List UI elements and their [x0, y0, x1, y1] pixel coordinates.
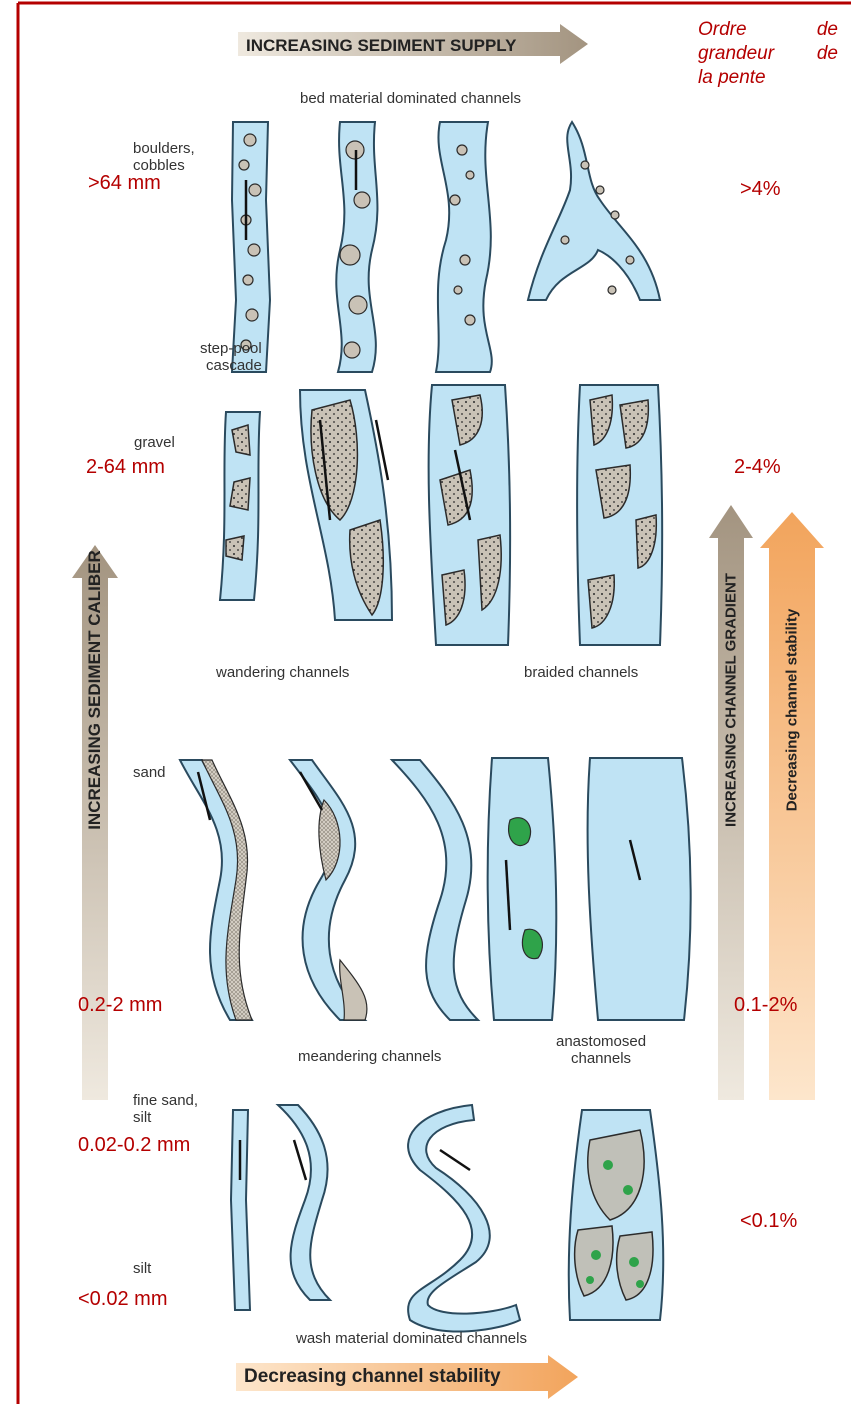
wandering-label: wandering channels	[216, 664, 349, 681]
wash-material-label: wash material dominated channels	[296, 1330, 527, 1347]
step-pool-label: step-pool cascade	[200, 340, 262, 374]
boulders-label: boulders, cobbles	[133, 140, 195, 174]
slope-note-word-2: de	[817, 18, 838, 42]
grain-size-2: 2-64 mm	[86, 456, 165, 479]
fine-sand-label-line-1: fine sand,	[133, 1092, 198, 1109]
slope-note-word-3: grandeur	[698, 42, 774, 66]
grain-size-1: >64 mm	[88, 172, 161, 195]
slope-note: Ordre de grandeur de la pente	[698, 18, 838, 90]
sinuous-channel	[278, 1105, 330, 1300]
braided-sand-channel-1	[488, 758, 557, 1020]
right-stability-arrow-label: Decreasing channel stability	[784, 609, 801, 812]
slope-3: 0.1-2%	[734, 994, 797, 1017]
slope-note-word-5: la pente	[698, 66, 838, 90]
slope-1: >4%	[740, 178, 781, 201]
bed-material-label: bed material dominated channels	[300, 90, 521, 107]
step-pool-label-line-2: cascade	[200, 357, 262, 374]
grain-size-5: <0.02 mm	[78, 1288, 167, 1311]
boulders-label-line-1: boulders,	[133, 140, 195, 157]
row-boulder-channels	[232, 122, 660, 372]
left-arrow-label: INCREASING SEDIMENT CALIBER	[85, 550, 105, 830]
grain-size-4: 0.02-0.2 mm	[78, 1134, 190, 1157]
grain-size-3: 0.2-2 mm	[78, 994, 162, 1017]
step-pool-label-line-1: step-pool	[200, 340, 262, 357]
braided-sand-channel-2	[588, 758, 691, 1020]
anastomosed-label: anastomosed channels	[556, 1033, 646, 1067]
slope-note-word-1: Ordre	[698, 18, 747, 42]
boulder-channel-4	[528, 122, 660, 300]
boulder-channel-3	[436, 122, 492, 372]
fine-sand-label: fine sand, silt	[133, 1092, 198, 1126]
anastomosed-label-line-1: anastomosed	[556, 1033, 646, 1050]
right-gradient-arrow-label: INCREASING CHANNEL GRADIENT	[723, 573, 740, 827]
gravel-label: gravel	[134, 434, 175, 451]
slope-2: 2-4%	[734, 456, 781, 479]
fine-sand-label-line-2: silt	[133, 1109, 198, 1126]
meandering-label: meandering channels	[298, 1048, 441, 1065]
meander-channel-3	[392, 760, 478, 1020]
anastomosed-label-line-2: channels	[556, 1050, 646, 1067]
tortuous-channel	[408, 1105, 520, 1332]
silt-label: silt	[133, 1260, 151, 1277]
braided-label: braided channels	[524, 664, 638, 681]
row-sand-channels	[180, 758, 691, 1020]
slope-note-word-4: de	[817, 42, 838, 66]
slope-4: <0.1%	[740, 1210, 797, 1233]
bottom-arrow-label: Decreasing channel stability	[244, 1366, 501, 1388]
sand-label: sand	[133, 764, 166, 781]
top-arrow-label: INCREASING SEDIMENT SUPPLY	[246, 36, 516, 56]
